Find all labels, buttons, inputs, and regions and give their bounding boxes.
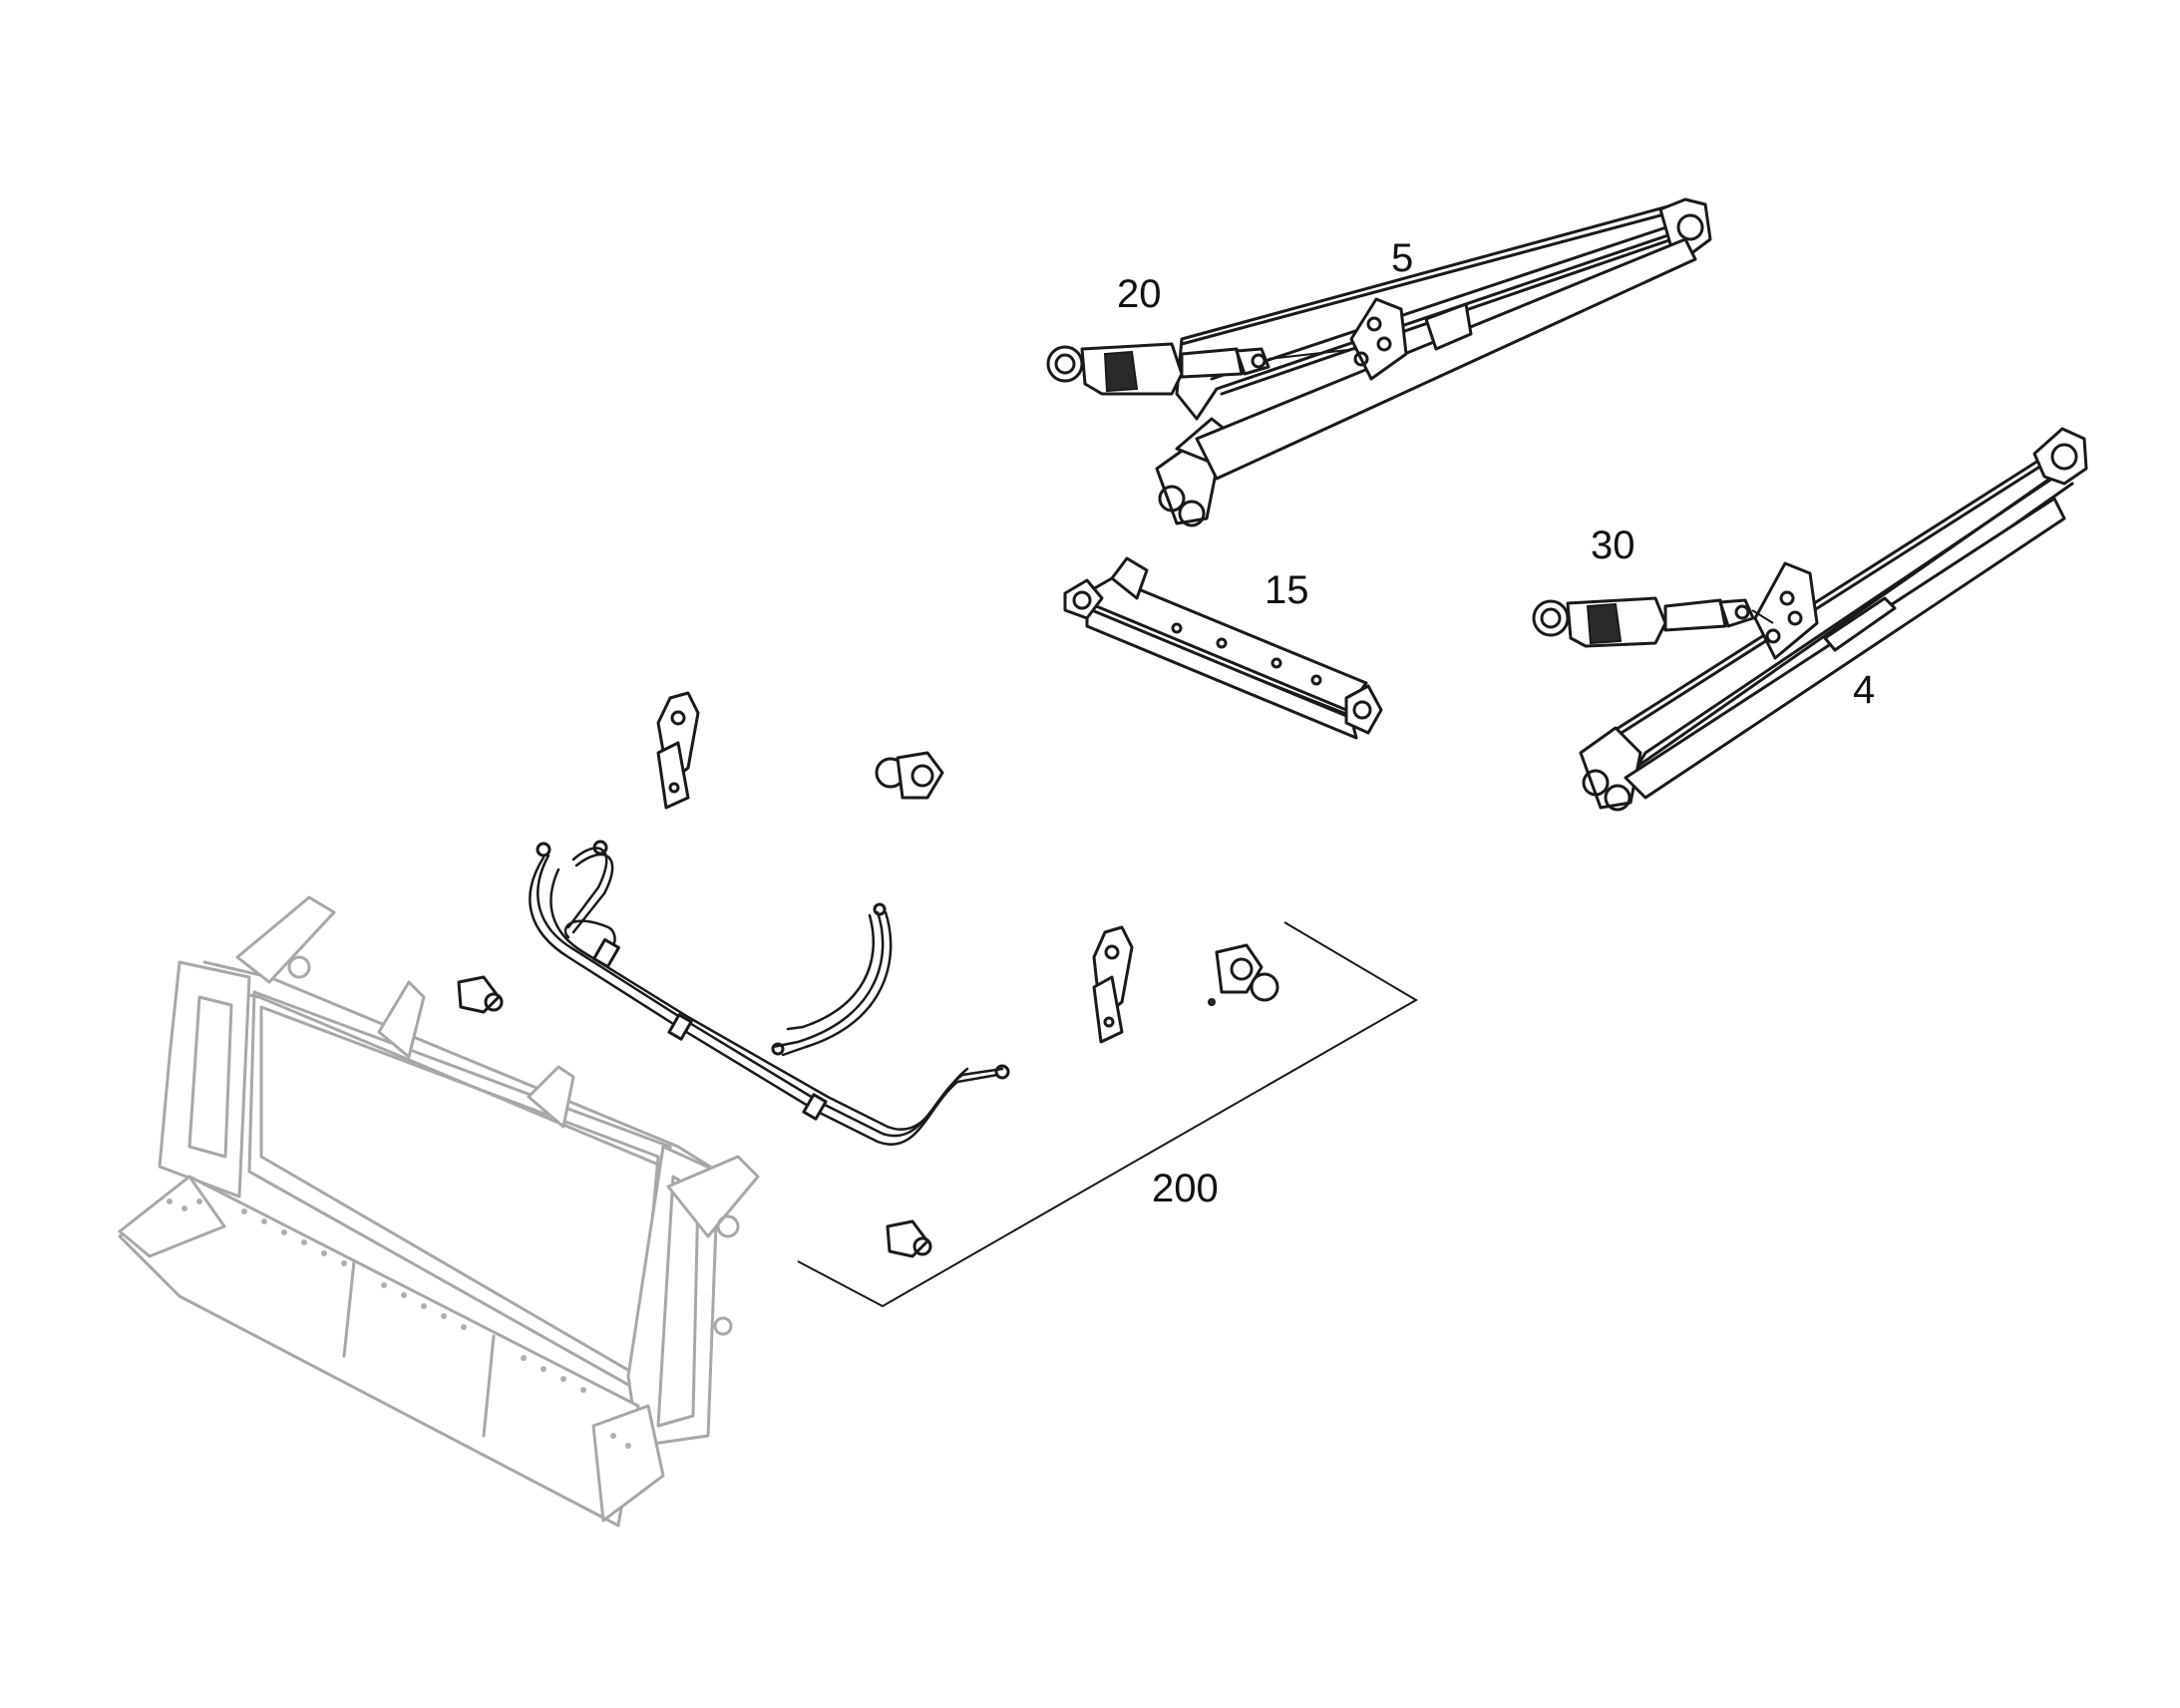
hose-bundle-long [529, 840, 1010, 1146]
cutting-edge-holes [167, 1198, 631, 1449]
callout-200: 200 [1152, 1167, 1219, 1210]
bolt-bottom [886, 1219, 932, 1258]
dozer-blade-ghost [118, 895, 760, 1528]
hose-pair-short [771, 902, 893, 1057]
clamp-bracket-lower [1092, 925, 1134, 1044]
push-arm-part-4 [1579, 427, 2088, 812]
callout-30: 30 [1591, 523, 1635, 567]
callout-5: 5 [1391, 236, 1413, 280]
brace-part-15 [1063, 556, 1383, 740]
swivel-fitting-upper [875, 751, 944, 800]
callout-20: 20 [1117, 272, 1162, 316]
push-arm-part-5 [1155, 197, 1712, 527]
bolt-left [457, 975, 504, 1014]
clamp-bracket-upper [656, 691, 700, 810]
cylinder-part-30 [1532, 596, 1774, 648]
callout-4: 4 [1853, 668, 1875, 712]
cylinder-part-20 [1046, 342, 1357, 396]
callout-15: 15 [1265, 568, 1309, 612]
hose-kit-part-200 [457, 691, 1418, 1308]
swivel-fitting-lower [1208, 943, 1279, 1006]
